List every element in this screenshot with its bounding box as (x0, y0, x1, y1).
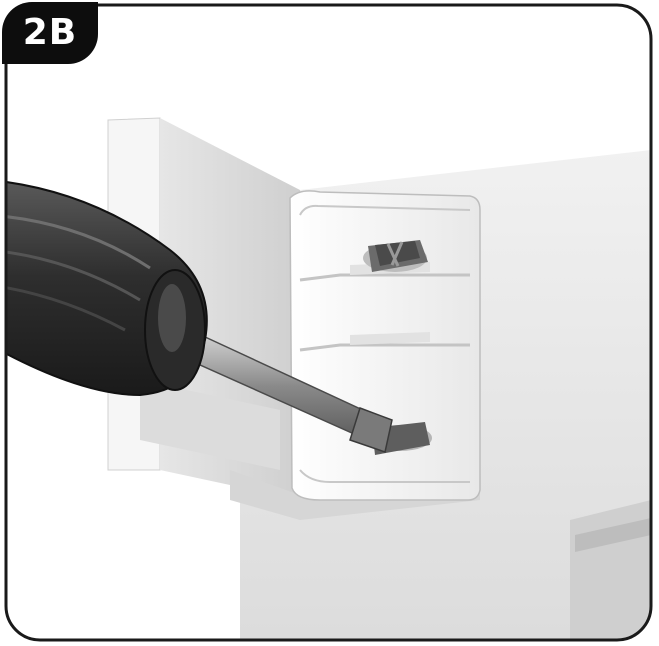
step-label: 2B (22, 12, 78, 53)
screwdriver-tip (349, 407, 393, 453)
screwdriver-handle (6, 178, 208, 397)
frame-border (4, 3, 653, 642)
step-badge: 2B (2, 2, 98, 64)
upper-screw (363, 240, 428, 272)
